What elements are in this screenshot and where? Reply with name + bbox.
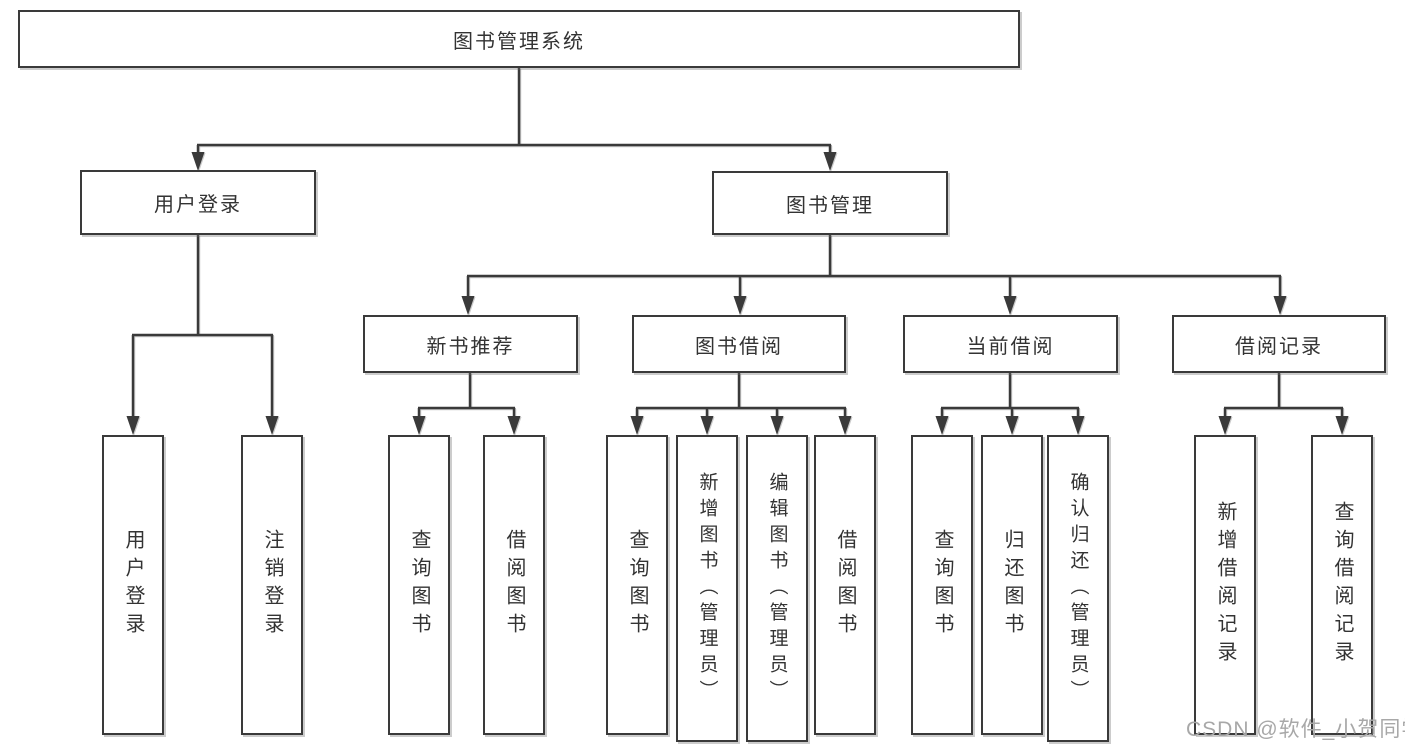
leaf-label: 借阅图书 — [834, 529, 856, 641]
node-borrowing-records-label: 借阅记录 — [1235, 335, 1323, 358]
node-current-borrowing-label: 当前借阅 — [966, 335, 1055, 358]
node-root: 图书管理系统 — [18, 10, 1020, 68]
leaf-borrow-books-recommend: 借阅图书 — [483, 435, 545, 735]
leaf-label: 查询借阅记录 — [1331, 501, 1353, 669]
node-current-borrowing: 当前借阅 — [903, 315, 1118, 373]
connector-current-borrowing-to-leaves — [935, 373, 1085, 435]
leaf-return-books: 归还图书 — [981, 435, 1043, 735]
leaf-add-books-admin: 新增图书（管理员） — [676, 435, 738, 742]
leaf-query-borrowing-record: 查询借阅记录 — [1311, 435, 1373, 735]
leaf-borrow-books-borrowing: 借阅图书 — [814, 435, 876, 735]
leaf-query-books-current: 查询图书 — [911, 435, 973, 735]
leaf-user-login: 用户登录 — [102, 435, 164, 735]
node-new-book-recommend: 新书推荐 — [363, 315, 578, 373]
csdn-watermark: CSDN @软件_小贺同学 — [1186, 718, 1405, 741]
connector-borrowing-records-to-leaves — [1218, 373, 1349, 435]
leaf-label: 查询图书 — [408, 529, 430, 641]
node-user-login: 用户登录 — [80, 170, 316, 235]
leaf-label: 用户登录 — [122, 529, 144, 641]
node-root-label: 图书管理系统 — [453, 30, 585, 53]
leaf-logout: 注销登录 — [241, 435, 303, 735]
leaf-label: 新增图书（管理员） — [696, 471, 718, 706]
leaf-add-borrowing-record: 新增借阅记录 — [1194, 435, 1256, 735]
leaf-edit-books-admin: 编辑图书（管理员） — [746, 435, 808, 742]
connector-new-book-recommend-to-leaves — [412, 373, 521, 435]
connector-root-to-level2 — [191, 68, 837, 171]
leaf-query-books-recommend: 查询图书 — [388, 435, 450, 735]
node-new-book-recommend-label: 新书推荐 — [426, 335, 515, 358]
node-book-borrowing: 图书借阅 — [632, 315, 846, 373]
node-book-borrowing-label: 图书借阅 — [695, 335, 783, 358]
leaf-label: 确认归还（管理员） — [1067, 471, 1089, 706]
node-borrowing-records: 借阅记录 — [1172, 315, 1386, 373]
node-book-management-label: 图书管理 — [786, 194, 874, 217]
leaf-label: 查询图书 — [931, 529, 953, 641]
leaf-label: 归还图书 — [1001, 529, 1023, 641]
leaf-query-books-borrowing: 查询图书 — [606, 435, 668, 735]
node-book-management: 图书管理 — [712, 171, 948, 235]
leaf-confirm-return-admin: 确认归还（管理员） — [1047, 435, 1109, 742]
leaf-label: 编辑图书（管理员） — [766, 471, 788, 706]
connector-user-login-to-leaves — [126, 235, 279, 435]
leaf-label: 借阅图书 — [503, 529, 525, 641]
connector-book-borrowing-to-leaves — [630, 373, 852, 435]
leaf-label: 查询图书 — [626, 529, 648, 641]
leaf-label: 注销登录 — [261, 529, 283, 641]
node-user-login-label: 用户登录 — [154, 194, 242, 216]
connector-book-management-to-level3 — [461, 235, 1287, 315]
leaf-label: 新增借阅记录 — [1214, 501, 1236, 669]
